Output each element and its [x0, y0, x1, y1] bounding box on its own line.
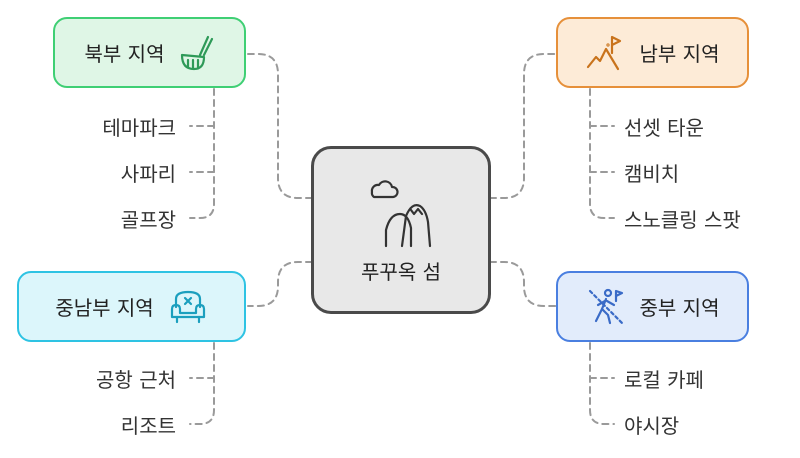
golf-icon — [178, 33, 214, 73]
connector-south-central — [247, 261, 313, 307]
region-central: 중부 지역 — [556, 271, 749, 342]
region-south-central: 중남부 지역 — [17, 271, 246, 342]
region-north: 북부 지역 — [53, 17, 246, 88]
region-south-label: 남부 지역 — [639, 42, 720, 66]
connector-central-items — [589, 342, 615, 425]
south-item-1: 선셋 타운 — [624, 116, 704, 140]
hiker-icon — [586, 287, 626, 327]
connector-south-items — [589, 88, 615, 219]
north-item-1: 테마파크 — [102, 116, 176, 140]
armchair-icon — [168, 287, 208, 327]
connector-central — [489, 261, 557, 307]
north-item-3: 골프장 — [120, 208, 176, 232]
region-south: 남부 지역 — [556, 17, 749, 88]
connector-south — [489, 53, 557, 199]
hiker-flag-icon — [586, 33, 626, 73]
connector-north-items — [189, 88, 215, 219]
south-central-item-1: 공항 근처 — [96, 368, 176, 392]
connector-north — [247, 53, 313, 199]
south-central-item-2: 리조트 — [120, 414, 176, 438]
central-item-2: 야시장 — [624, 414, 680, 438]
connector-south-central-items — [189, 342, 215, 425]
region-north-label: 북부 지역 — [84, 42, 165, 66]
region-central-label: 중부 지역 — [639, 296, 720, 320]
north-item-2: 사파리 — [120, 162, 176, 186]
center-node: 푸꾸옥 섬 — [311, 146, 491, 314]
south-item-2: 캠비치 — [624, 162, 680, 186]
region-south-central-label: 중남부 지역 — [55, 296, 154, 320]
center-label: 푸꾸옥 섬 — [361, 259, 441, 284]
mountain-icon — [366, 176, 436, 248]
south-item-3: 스노클링 스팟 — [624, 208, 741, 232]
central-item-1: 로컬 카페 — [624, 368, 704, 392]
